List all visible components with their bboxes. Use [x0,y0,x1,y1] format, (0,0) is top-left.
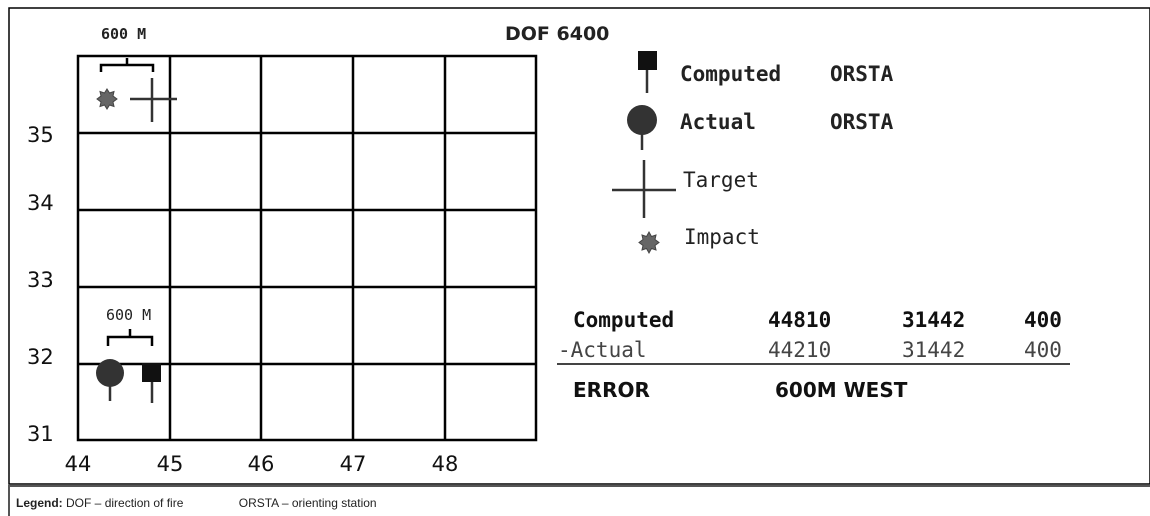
computed-row-label: Computed [573,308,674,332]
computed-easting: 44810 [768,308,831,332]
actual-northing: 31442 [902,338,965,362]
bottom-distance-brace [106,329,154,346]
bottom-distance-label: 600 M [106,306,151,324]
y-label-34: 34 [27,191,54,215]
legend-dof: DOF – direction of fire [66,496,184,510]
computation-table: Computed 44810 31442 400 -Actual 44210 3… [558,308,1062,362]
key-target-symbol [612,160,676,218]
y-label-32: 32 [27,345,54,369]
top-distance-brace [99,58,155,72]
key-computed-label: Computed [680,62,781,86]
actual-row-label: -Actual [558,338,647,362]
x-label-47: 47 [340,452,367,476]
x-axis-labels: 44 45 46 47 48 [65,452,459,476]
key-impact-symbol [638,230,660,255]
actual-altitude: 400 [1024,338,1062,362]
target-marker [130,78,177,122]
y-label-35: 35 [27,123,54,147]
key-actual-label: Actual [680,110,756,134]
actual-orsta-marker [96,359,124,401]
legend-bar: Legend: DOF – direction of fire ORSTA – … [8,485,1150,516]
computed-orsta-marker [142,363,161,403]
dof-label: DOF 6400 [505,23,609,45]
key-actual-orsta: ORSTA [830,110,894,134]
figure-frame [8,7,1150,485]
key-impact-label: Impact [684,225,760,249]
y-axis-labels: 35 34 33 32 31 [27,123,54,446]
grid-border [76,54,538,442]
key-target-label: Target [683,168,759,192]
x-label-44: 44 [65,452,92,476]
legend-orsta: ORSTA – orienting station [238,496,377,510]
legend-title: Legend: [16,496,63,510]
actual-easting: 44210 [768,338,831,362]
x-label-45: 45 [157,452,184,476]
y-label-33: 33 [27,268,54,292]
y-label-31: 31 [27,422,54,446]
computed-altitude: 400 [1024,308,1062,332]
top-distance-label: 600 M [101,25,146,43]
grid [76,54,538,442]
error-value: 600M WEST [775,378,908,402]
orsta-error-diagram: DOF 6400 35 34 33 32 31 44 45 46 47 48 6… [8,7,1150,485]
computed-northing: 31442 [902,308,965,332]
x-label-48: 48 [432,452,459,476]
error-label: ERROR [573,378,650,402]
x-label-46: 46 [248,452,275,476]
key-computed-orsta: ORSTA [830,62,894,86]
key-actual-symbol [627,105,657,150]
key-computed-symbol [638,51,657,93]
impact-marker [96,88,118,110]
